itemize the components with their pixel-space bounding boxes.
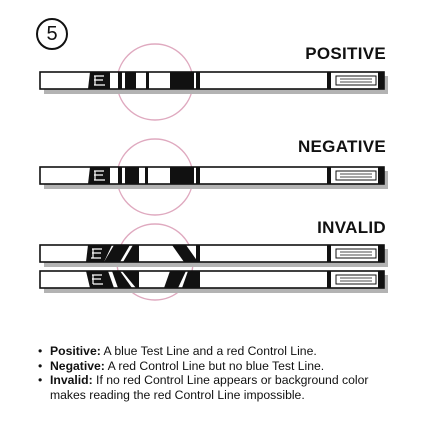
test-strip-invalid-1 [39,244,388,267]
legend-term: Negative: [50,358,105,373]
legend-text: If no red Control Line appears or backgr… [50,373,369,402]
legend-term: Invalid: [50,373,93,387]
legend-item-positive: Positive: A blue Test Line and a red Con… [38,344,398,359]
legend-item-negative: Negative: A red Control Line but no blue… [38,359,398,374]
step-number: 5 [36,18,68,50]
legend-text: A red Control Line but no blue Test Line… [104,358,325,373]
test-strip-invalid-2 [39,270,388,293]
result-legend: Positive: A blue Test Line and a red Con… [38,344,398,402]
legend-term: Positive: [50,344,101,358]
test-strip-negative [39,166,388,189]
test-strip-positive [39,71,388,94]
section-title-invalid: INVALID [317,218,386,237]
section-title-positive: POSITIVE [305,44,386,63]
legend-text: A blue Test Line and a red Control Line. [100,344,317,358]
section-title-negative: NEGATIVE [297,137,386,156]
legend-item-invalid: Invalid: If no red Control Line appears … [38,373,398,402]
